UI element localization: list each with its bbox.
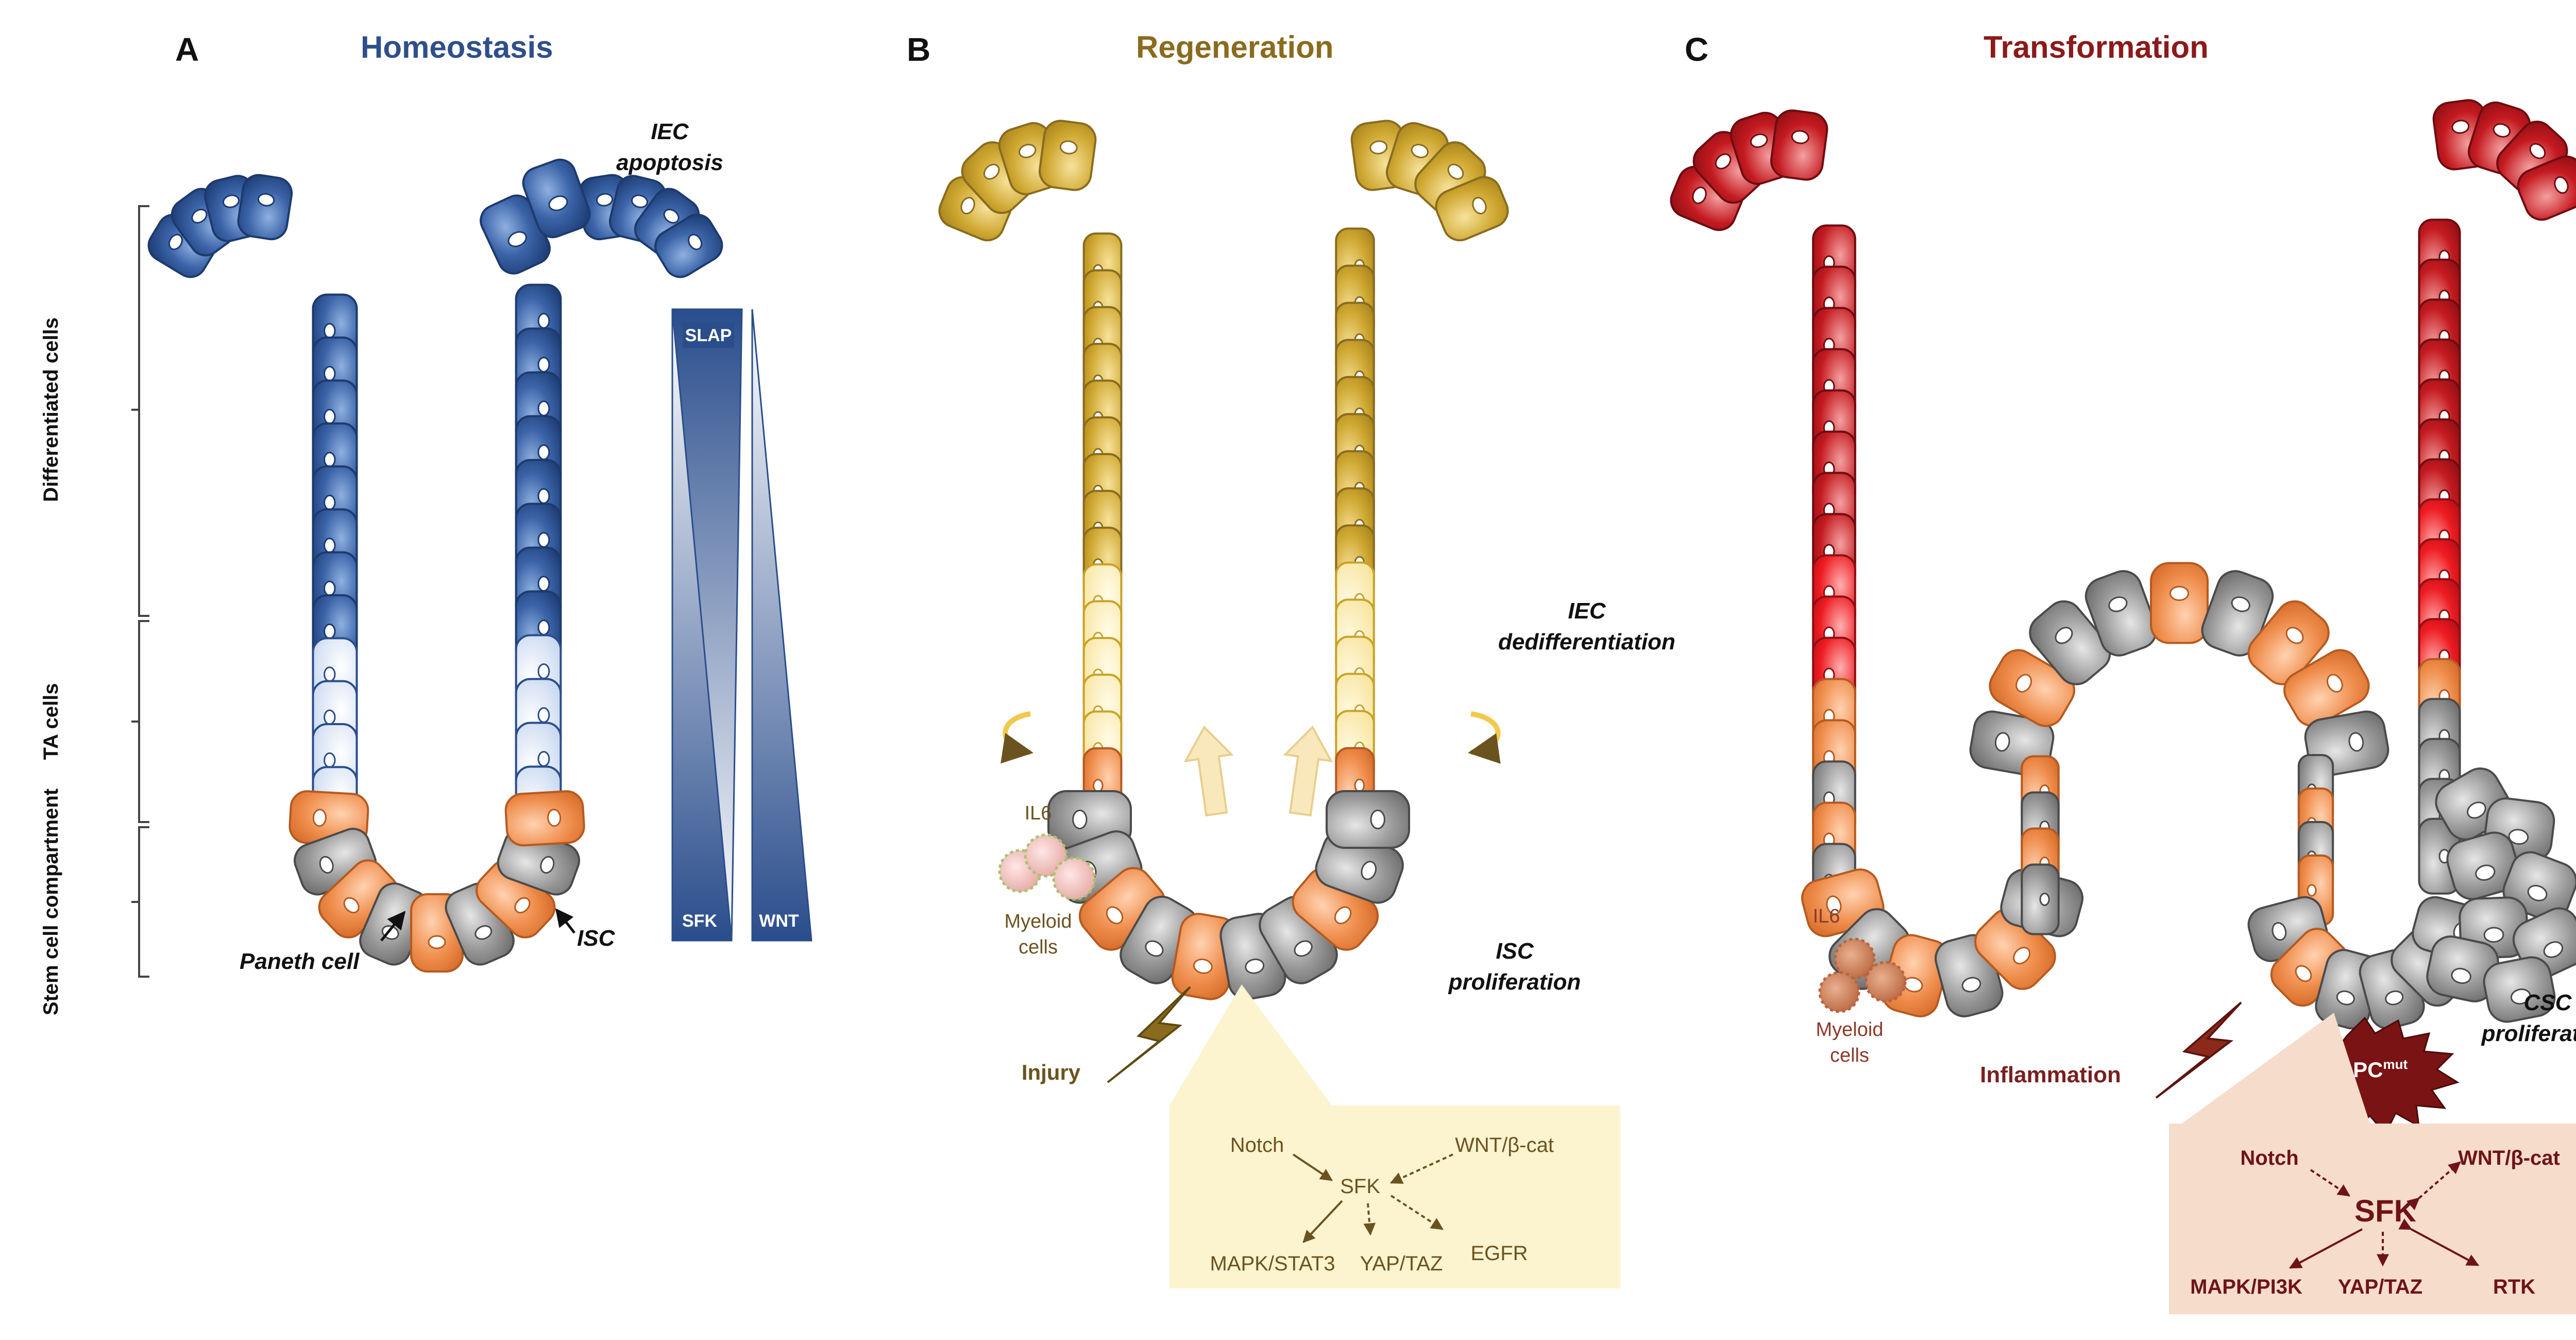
paneth-like-cell bbox=[2270, 928, 2349, 1007]
crypt-transformation bbox=[1670, 99, 2576, 1030]
label-differentiated-cells: Differentiated cells bbox=[40, 317, 62, 502]
pathway-c-notch: Notch bbox=[2240, 1147, 2298, 1169]
myeloid-cell bbox=[1052, 857, 1096, 901]
paneth-like-cell bbox=[2150, 562, 2209, 644]
cancer-stem-cell bbox=[2446, 831, 2520, 900]
pathway-b-arrows bbox=[1292, 1153, 1453, 1243]
pathway-b-sfk: SFK bbox=[1340, 1175, 1380, 1198]
panel-b-letter: B bbox=[907, 31, 930, 68]
paneth-cell bbox=[1078, 867, 1166, 951]
pathway-c-wnt: WNT/β-cat bbox=[2458, 1147, 2560, 1169]
label-myeloid-c-2: cells bbox=[1830, 1045, 1869, 1066]
upward-arrow bbox=[1283, 725, 1333, 817]
pathway-b-yap: YAP/TAZ bbox=[1360, 1252, 1443, 1275]
pathway-b-mapk: MAPK/STAT3 bbox=[1210, 1252, 1335, 1275]
label-apc-superscript: mut bbox=[2383, 1057, 2408, 1072]
injury-lightning bbox=[1107, 986, 1191, 1083]
slap-label-box bbox=[683, 322, 734, 348]
crypt-regeneration bbox=[938, 120, 1509, 1000]
label-isc-proliferation-2: proliferation bbox=[1448, 969, 1581, 995]
label-iec-dedifferentiation-2: dedifferentiation bbox=[1498, 629, 1675, 655]
cancer-stem-cell bbox=[2426, 935, 2499, 1002]
myeloid-cell bbox=[1024, 833, 1068, 878]
label-ta-cells: TA cells bbox=[40, 683, 62, 760]
label-iec-apoptosis-1: IEC bbox=[651, 119, 689, 144]
gradient-triangles bbox=[671, 308, 812, 942]
inflammation-lightning bbox=[2155, 1001, 2242, 1099]
panel-c-title: Transformation bbox=[1984, 30, 2209, 64]
panel-a: Differentiated cells TA cells Stem cell … bbox=[40, 119, 812, 1015]
label-iec-dedifferentiation-1: IEC bbox=[1568, 598, 1606, 624]
crypt-homeostasis bbox=[147, 174, 723, 973]
label-injury: Injury bbox=[1022, 1060, 1081, 1084]
pathway-c-rtk: RTK bbox=[2493, 1276, 2535, 1298]
panel-c: IL6 Myeloid cells Inflammation APCmut CS… bbox=[1670, 99, 2576, 1314]
paneth-cell bbox=[504, 790, 585, 847]
pathway-b-notch: Notch bbox=[1230, 1134, 1284, 1157]
pathway-callout-b bbox=[1170, 984, 1332, 1105]
differentiated-cell bbox=[654, 213, 723, 278]
label-myeloid-b-1: Myeloid bbox=[1005, 911, 1072, 932]
label-inflammation: Inflammation bbox=[1980, 1062, 2121, 1087]
label-myeloid-c-1: Myeloid bbox=[1816, 1019, 1884, 1041]
cancer-stem-cell bbox=[2483, 956, 2556, 1023]
label-paneth-cell: Paneth cell bbox=[240, 949, 360, 974]
pathway-c-mapk: MAPK/PI3K bbox=[2190, 1276, 2302, 1298]
curved-arrow-right bbox=[1468, 711, 1501, 764]
panel-b: IEC dedifferentiation ISC proliferation … bbox=[938, 120, 1675, 1288]
differentiated-cell bbox=[1770, 109, 1828, 181]
cancer-stem-cell bbox=[2084, 570, 2158, 657]
pathway-c-arrows bbox=[2289, 1161, 2480, 1269]
compartment-bracket bbox=[131, 205, 149, 978]
pathway-b-wnt: WNT/β-cat bbox=[1455, 1134, 1554, 1157]
cancer-stem-cell bbox=[2029, 600, 2111, 685]
panel-a-title: Homeostasis bbox=[361, 30, 553, 64]
pathway-c-sfk: SFK bbox=[2354, 1194, 2416, 1228]
label-myeloid-b-2: cells bbox=[1019, 936, 1058, 958]
paneth-like-cell bbox=[2247, 600, 2330, 685]
paneth-like-cell bbox=[1989, 649, 2075, 727]
intestinal-stem-cell bbox=[1326, 790, 1410, 849]
myeloid-cell bbox=[1865, 961, 1907, 1003]
paneth-pointer-arrow bbox=[380, 911, 406, 942]
label-iec-apoptosis-2: apoptosis bbox=[616, 150, 723, 175]
label-isc: ISC bbox=[577, 926, 616, 951]
shedding-cell bbox=[522, 158, 591, 239]
pathway-callout-c bbox=[2182, 1013, 2370, 1124]
label-wnt: WNT bbox=[759, 911, 799, 931]
differentiated-cell bbox=[237, 174, 293, 241]
label-csc-proliferation-1: CSC bbox=[2524, 990, 2572, 1015]
differentiated-cell bbox=[1039, 120, 1097, 191]
pathway-b-egfr: EGFR bbox=[1470, 1242, 1528, 1265]
curved-arrow-left bbox=[1001, 711, 1033, 764]
differentiated-cell bbox=[1435, 176, 1509, 242]
label-csc-proliferation-2: proliferation bbox=[2481, 1021, 2576, 1046]
panel-c-letter: C bbox=[1685, 31, 1708, 68]
label-slap: SLAP bbox=[685, 326, 732, 345]
cancer-stem-cell bbox=[2021, 863, 2060, 935]
pathway-c-yap: YAP/TAZ bbox=[2338, 1276, 2422, 1298]
label-stem-cell-compartment: Stem cell compartment bbox=[40, 789, 62, 1015]
label-sfk: SFK bbox=[682, 911, 717, 931]
label-isc-proliferation-1: ISC bbox=[1496, 939, 1534, 964]
differentiated-cell bbox=[2517, 155, 2576, 221]
panel-a-letter: A bbox=[175, 31, 199, 68]
upward-arrow bbox=[1183, 725, 1234, 817]
myeloid-cell bbox=[1834, 937, 1876, 980]
pathway-box-c bbox=[2169, 1124, 2576, 1314]
paneth-like-cell bbox=[2283, 649, 2370, 727]
panel-b-title: Regeneration bbox=[1136, 30, 1333, 64]
label-il6-c: IL6 bbox=[1813, 906, 1840, 927]
cancer-stem-cell bbox=[2201, 570, 2274, 657]
myeloid-cell bbox=[1818, 971, 1860, 1013]
label-il6-b: IL6 bbox=[1025, 802, 1052, 824]
isc-pointer-arrow bbox=[555, 908, 575, 934]
